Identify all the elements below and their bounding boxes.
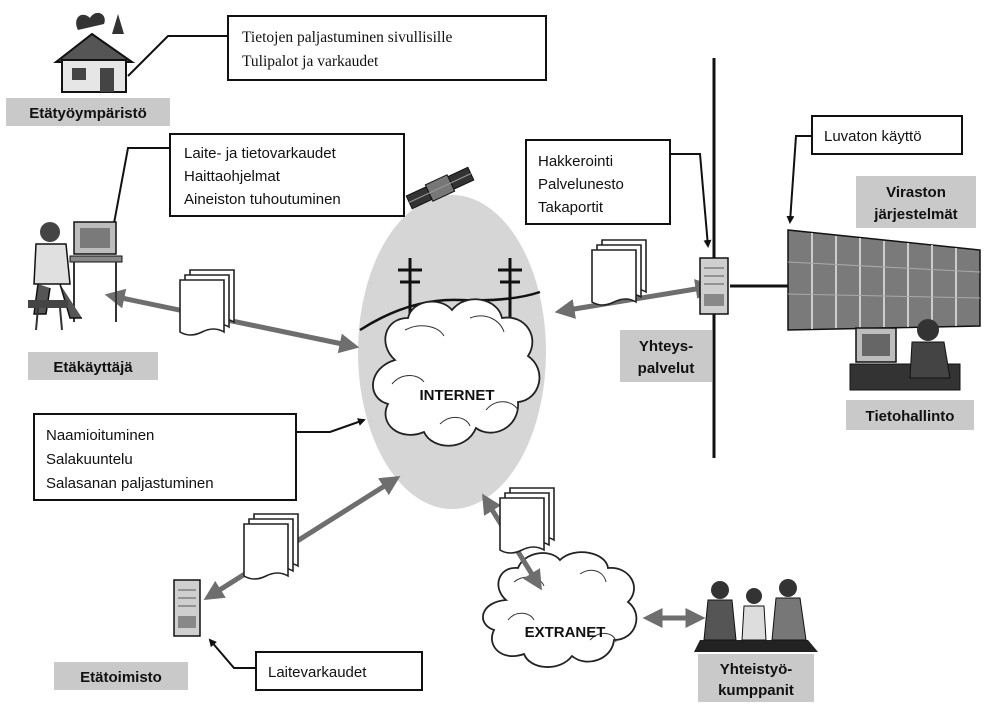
location-tag-connection-services: Yhteys- palvelut [620, 330, 712, 382]
extranet-label: EXTRANET [525, 624, 606, 641]
location-label: Yhteys- [639, 338, 693, 355]
location-label: Viraston [886, 184, 946, 201]
location-label: Etätoimisto [80, 669, 162, 686]
location-tag-remote-environment: Etätyöympäristö [6, 98, 170, 126]
callout-line-internet [296, 418, 366, 433]
location-tag-agency-systems: Viraston järjestelmät [856, 176, 976, 228]
threat-box-remote-environment: Tietojen paljastuminen sivullisille Tuli… [227, 15, 547, 81]
internet-cloud: INTERNET [372, 298, 541, 447]
internet-label: INTERNET [420, 387, 495, 404]
threat-text: Naamioituminen [46, 427, 154, 444]
document-stack-icon [499, 487, 555, 554]
location-label: palvelut [638, 360, 695, 377]
location-label: järjestelmät [873, 206, 957, 223]
flow-arrow-remote-office [203, 476, 401, 600]
location-label: Tietohallinto [866, 408, 955, 425]
extranet-cloud: EXTRANET [482, 551, 638, 668]
threat-text: Haittaohjelmat [184, 168, 281, 185]
document-stack-icon [179, 269, 235, 336]
threat-text: Takaportit [538, 199, 604, 216]
location-label: Etäkäyttäjä [53, 359, 133, 376]
threat-box-remote-user: Laite- ja tietovarkaudet Haittaohjelmat … [169, 133, 405, 217]
threat-text: Laitevarkaudet [268, 664, 367, 681]
server-icon [173, 579, 201, 637]
house-icon [53, 12, 136, 93]
callout-line-connection-services [670, 153, 712, 248]
threat-text: Tietojen paljastuminen sivullisille [242, 29, 453, 46]
callout-line-remote-user [111, 147, 170, 235]
location-tag-it-management: Tietohallinto [846, 400, 974, 430]
it-admin-icon [849, 319, 961, 391]
remote-user-icon [28, 221, 123, 331]
partners-meeting-icon [694, 579, 818, 652]
server-racks-icon [787, 229, 981, 331]
document-stack-icon [591, 239, 647, 306]
threat-box-internet: Naamioituminen Salakuuntelu Salasanan pa… [33, 413, 297, 501]
location-tag-remote-user: Etäkäyttäjä [28, 352, 158, 380]
threat-text: Palvelunesto [538, 176, 624, 193]
threat-box-connection-services: Hakkerointi Palvelunesto Takaportit [525, 139, 671, 225]
document-stack-icon [243, 513, 299, 580]
threat-box-remote-office: Laitevarkaudet [255, 651, 423, 691]
callout-line-remote-office [208, 638, 256, 669]
threat-text: Laite- ja tietovarkaudet [184, 145, 337, 162]
threat-box-agency-systems: Luvaton käyttö [811, 115, 963, 155]
location-tag-remote-office: Etätoimisto [54, 662, 188, 690]
location-label: Yhteistyö- [720, 661, 793, 678]
threat-text: Tulipalot ja varkaudet [242, 53, 379, 70]
callout-line-environment [127, 35, 228, 77]
threat-text: Salakuuntelu [46, 451, 133, 468]
callout-line-agency [786, 135, 812, 224]
threat-text: Luvaton käyttö [824, 128, 922, 145]
threat-text: Hakkerointi [538, 153, 613, 170]
location-label: kumppanit [718, 682, 794, 699]
server-icon [699, 257, 729, 315]
location-label: Etätyöympäristö [29, 105, 147, 122]
threat-text: Aineiston tuhoutuminen [184, 191, 341, 208]
threat-text: Salasanan paljastuminen [46, 475, 214, 492]
location-tag-partners: Yhteistyö- kumppanit [698, 654, 814, 702]
satellite-icon [405, 166, 475, 210]
